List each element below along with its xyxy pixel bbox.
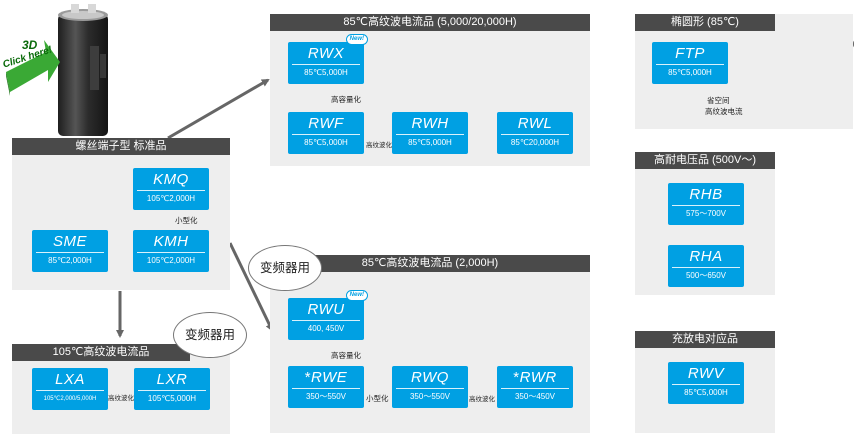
inverter-bubble-lower: 变频器用 [173, 312, 247, 358]
product-lxa[interactable]: LXA 105℃2,000/5,000H [32, 368, 108, 410]
product-rwv[interactable]: RWV 85℃5,000H [668, 362, 744, 404]
product-rwu[interactable]: RWU 400, 450V New! [288, 290, 368, 340]
product-ftp[interactable]: FTP 85℃5,000H [652, 42, 728, 84]
product-rhb[interactable]: RHB 575～700V [668, 183, 744, 225]
oval-title: 椭圆形 (85℃) [635, 14, 775, 31]
product-rwe[interactable]: *RWE 350～550V [288, 366, 364, 408]
product-sme[interactable]: SME 85℃2,000H [32, 230, 108, 272]
product-rwr[interactable]: *RWR 350～450V [497, 366, 573, 408]
arrow-to-85-5000h [167, 78, 270, 140]
charge-discharge-panel: 充放电对应品 [635, 331, 775, 433]
high-voltage-title: 高耐电压品 (500V～) [635, 152, 775, 169]
ripple-105-title: 105℃高纹波电流品 [12, 344, 190, 361]
label-capacity-rwe: 高容量化 [331, 351, 361, 360]
label-ripple-lx: 高纹波化 [108, 395, 134, 402]
product-rwf[interactable]: RWF 85℃5,000H [288, 112, 364, 154]
star-mark: * [304, 369, 312, 386]
ripple-85-5000h-title: 85℃高纹波电流品 (5,000/20,000H) [270, 14, 590, 31]
label-ripple-rwf: 高纹波化 [366, 142, 392, 149]
arrow-to-85-2000h [228, 242, 274, 332]
product-rwq[interactable]: RWQ 350～550V [392, 366, 468, 408]
star-mark: * [513, 369, 520, 386]
product-kmh[interactable]: KMH 105℃2,000H [133, 230, 209, 272]
new-badge: New! [345, 290, 368, 301]
3d-click-badge[interactable]: 3D Click here! [2, 32, 62, 96]
product-rwx[interactable]: RWX 85℃5,000H New! [288, 34, 368, 84]
new-badge: New! [345, 34, 368, 45]
inverter-bubble-upper: 变频器用 [248, 245, 322, 291]
screw-terminal-title: 螺丝端子型 标准品 [12, 138, 230, 155]
product-rwl[interactable]: RWL 85℃20,000H [497, 112, 573, 154]
charge-discharge-title: 充放电对应品 [635, 331, 775, 348]
product-rwh[interactable]: RWH 85℃5,000H [392, 112, 468, 154]
ripple-85-2000h-title: 85℃高纹波电流品 (2,000H) [270, 255, 590, 272]
label-capacity-rw: 高容量化 [331, 95, 361, 104]
product-lxr[interactable]: LXR 105℃5,000H [134, 368, 210, 410]
product-rha[interactable]: RHA 500～650V [668, 245, 744, 287]
oval-note-2: 高纹波电流 [705, 107, 743, 116]
label-miniaturize: 小型化 [175, 216, 198, 225]
label-miniaturize-rwe: 小型化 [366, 394, 389, 403]
oval-note-1: 省空间 [707, 96, 730, 105]
3d-arrow-icon [6, 40, 60, 96]
product-kmq[interactable]: KMQ 105℃2,000H [133, 168, 209, 210]
label-ripple-rwq: 高纹波化 [469, 396, 495, 403]
3d-label: 3D [22, 38, 38, 52]
